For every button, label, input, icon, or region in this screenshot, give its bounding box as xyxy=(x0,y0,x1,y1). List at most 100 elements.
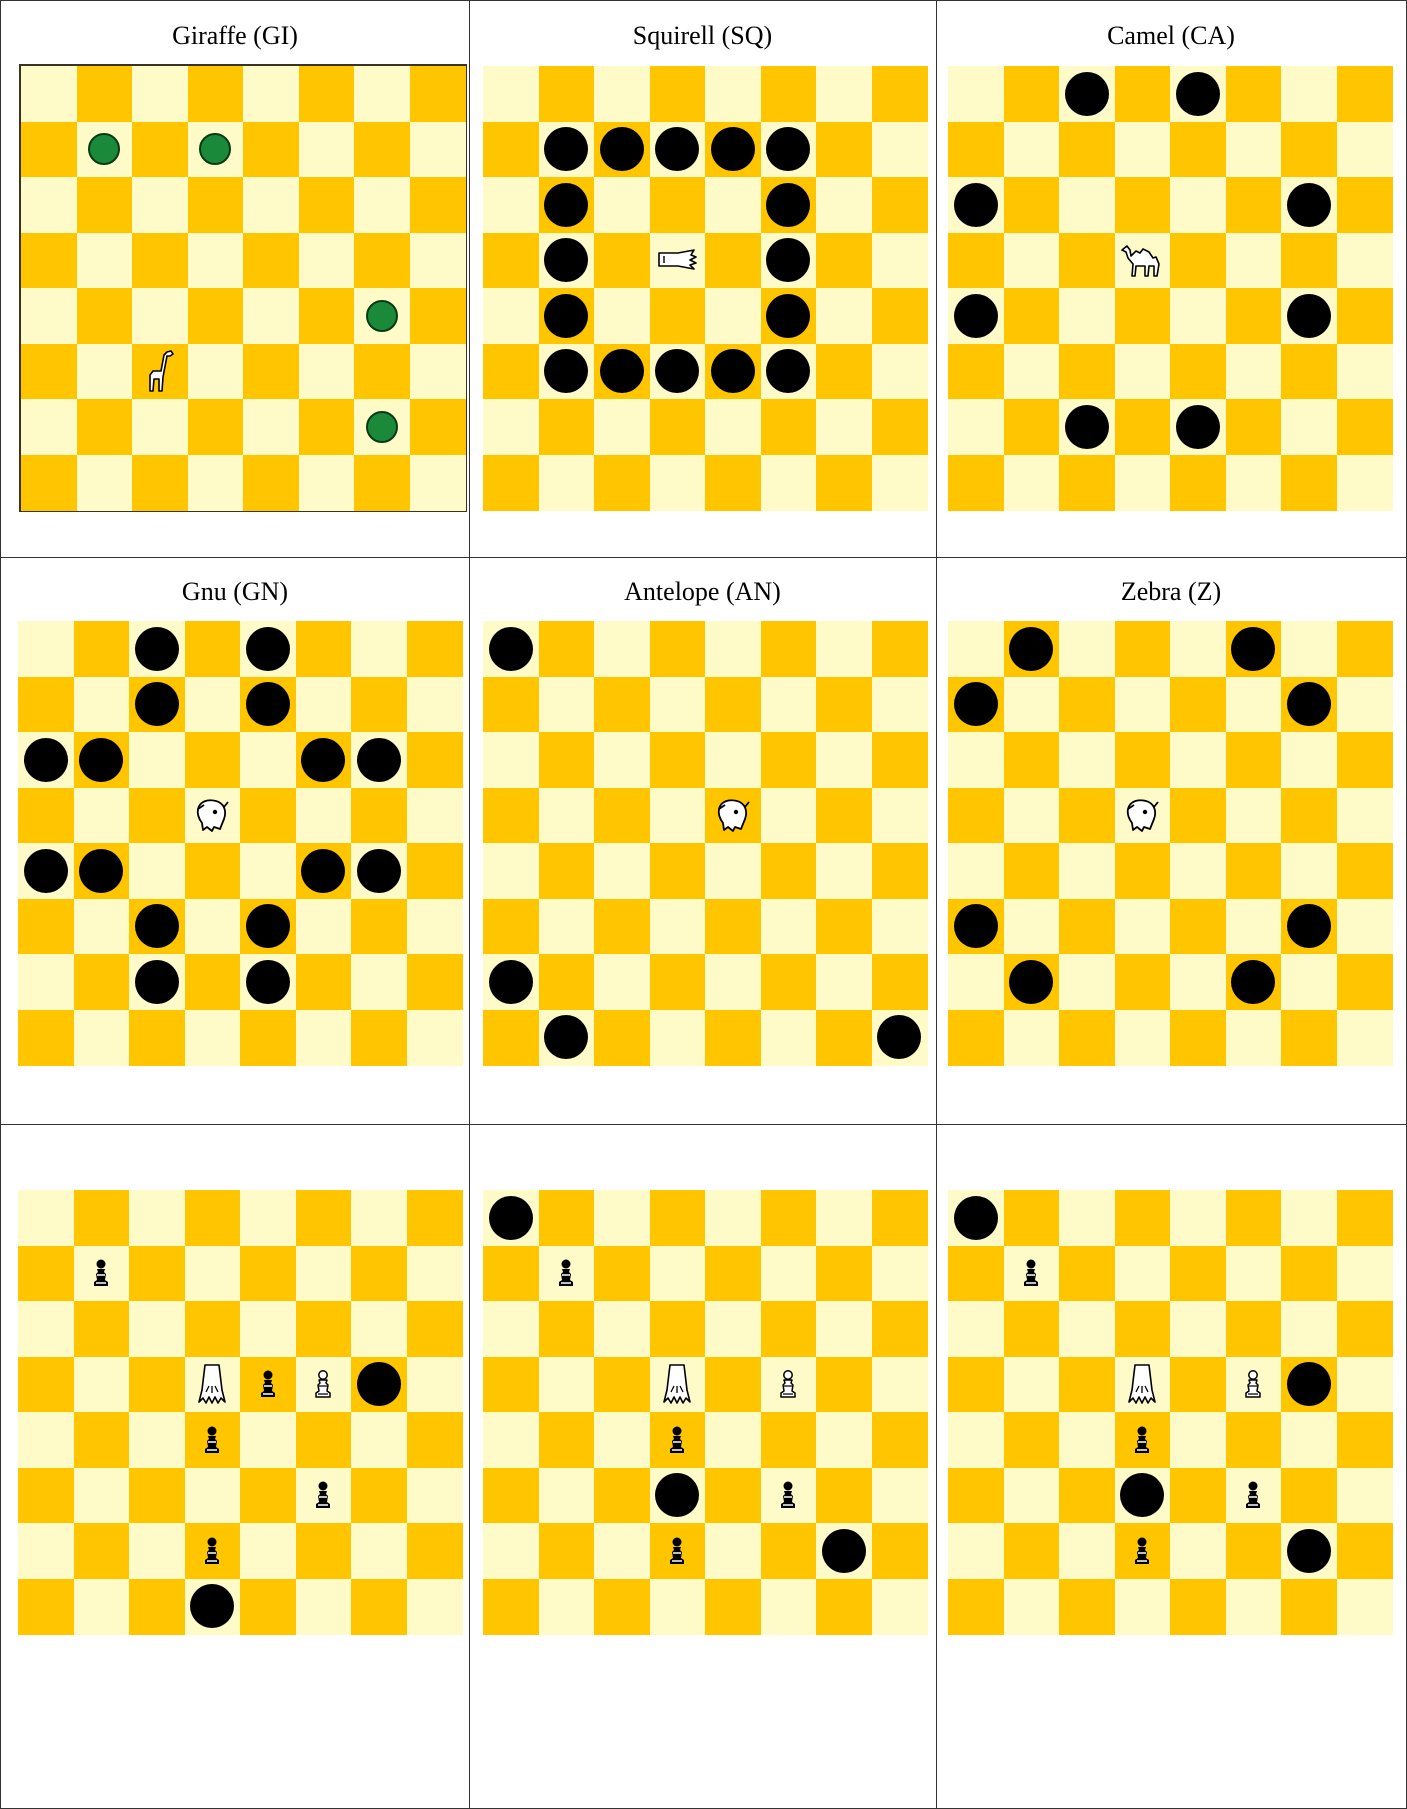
board-square xyxy=(240,732,296,788)
board-square xyxy=(1337,233,1393,289)
board-square xyxy=(705,954,761,1010)
board-square xyxy=(132,177,188,233)
board-square xyxy=(407,1412,463,1468)
board-square xyxy=(1226,677,1282,733)
black-pawn-icon xyxy=(650,1412,706,1468)
board-square xyxy=(483,233,539,289)
board-square xyxy=(1170,455,1226,511)
board-square xyxy=(77,66,133,122)
board-square xyxy=(407,1468,463,1524)
chessboard xyxy=(948,621,1392,1065)
board-square xyxy=(74,621,130,677)
board-square xyxy=(74,677,130,733)
board-square xyxy=(705,1579,761,1635)
board-square xyxy=(1281,732,1337,788)
board-square xyxy=(74,899,130,955)
board-square xyxy=(483,1246,539,1302)
black-move-marker xyxy=(79,849,123,893)
panel-title: Antelope (AN) xyxy=(469,577,936,607)
black-move-marker xyxy=(246,682,290,726)
black-move-marker xyxy=(1287,183,1331,227)
board-square xyxy=(296,899,352,955)
board-square xyxy=(1004,1010,1060,1066)
board-square xyxy=(539,66,595,122)
panel-locust: Locust (L) xyxy=(469,1124,937,1809)
board-square xyxy=(816,288,872,344)
board-square xyxy=(1226,1579,1282,1635)
board-square xyxy=(1170,677,1226,733)
board-square xyxy=(296,1412,352,1468)
black-move-marker xyxy=(301,738,345,782)
board-square xyxy=(705,1246,761,1302)
board-square xyxy=(705,1190,761,1246)
board-square xyxy=(1337,1190,1393,1246)
board-square xyxy=(185,1010,241,1066)
board-square xyxy=(948,399,1004,455)
board-square xyxy=(1004,344,1060,400)
board-square xyxy=(1004,1301,1060,1357)
board-square xyxy=(1004,1412,1060,1468)
grasshopper-icon xyxy=(1115,1357,1171,1413)
board-square xyxy=(1115,344,1171,400)
board-square xyxy=(594,621,650,677)
board-square xyxy=(761,1190,817,1246)
board-square xyxy=(407,677,463,733)
board-square xyxy=(948,843,1004,899)
board-square xyxy=(21,344,77,400)
chessboard xyxy=(18,621,462,1065)
giraffe-icon xyxy=(132,344,188,400)
board-square xyxy=(407,899,463,955)
board-square xyxy=(18,677,74,733)
board-square xyxy=(594,1301,650,1357)
black-move-marker xyxy=(135,904,179,948)
board-square xyxy=(21,455,77,511)
board-square xyxy=(761,788,817,844)
black-move-marker xyxy=(1009,960,1053,1004)
board-square xyxy=(1226,1301,1282,1357)
board-square xyxy=(351,954,407,1010)
board-square xyxy=(948,455,1004,511)
black-pawn-icon xyxy=(1115,1412,1171,1468)
board-square xyxy=(594,1010,650,1066)
panel-title: Giraffe (GI) xyxy=(1,21,469,51)
board-square xyxy=(1337,1523,1393,1579)
board-square xyxy=(650,66,706,122)
black-move-marker xyxy=(357,1362,401,1406)
board-square xyxy=(594,1412,650,1468)
board-square xyxy=(1170,621,1226,677)
black-move-marker xyxy=(357,849,401,893)
board-square xyxy=(240,1190,296,1246)
board-square xyxy=(299,233,355,289)
board-square xyxy=(705,399,761,455)
board-square xyxy=(1170,1301,1226,1357)
board-square xyxy=(188,233,244,289)
board-square xyxy=(1281,1190,1337,1246)
black-move-marker xyxy=(822,1529,866,1573)
board-square xyxy=(1059,1357,1115,1413)
board-square xyxy=(1170,233,1226,289)
board-square xyxy=(299,399,355,455)
board-square xyxy=(243,66,299,122)
black-move-marker xyxy=(711,127,755,171)
board-square xyxy=(410,66,466,122)
chessboard xyxy=(483,621,927,1065)
board-square xyxy=(351,1010,407,1066)
board-square xyxy=(872,1357,928,1413)
black-move-marker xyxy=(489,627,533,671)
board-square xyxy=(1281,843,1337,899)
board-square xyxy=(243,122,299,178)
board-square xyxy=(1004,288,1060,344)
board-square xyxy=(483,1412,539,1468)
board-square xyxy=(948,1301,1004,1357)
board-square xyxy=(948,1468,1004,1524)
board-square xyxy=(1337,177,1393,233)
board-square xyxy=(1226,843,1282,899)
board-square xyxy=(594,177,650,233)
board-square xyxy=(594,288,650,344)
board-square xyxy=(872,399,928,455)
board-square xyxy=(539,1579,595,1635)
board-square xyxy=(650,788,706,844)
black-pawn-icon xyxy=(650,1523,706,1579)
board-square xyxy=(1004,843,1060,899)
board-square xyxy=(539,732,595,788)
